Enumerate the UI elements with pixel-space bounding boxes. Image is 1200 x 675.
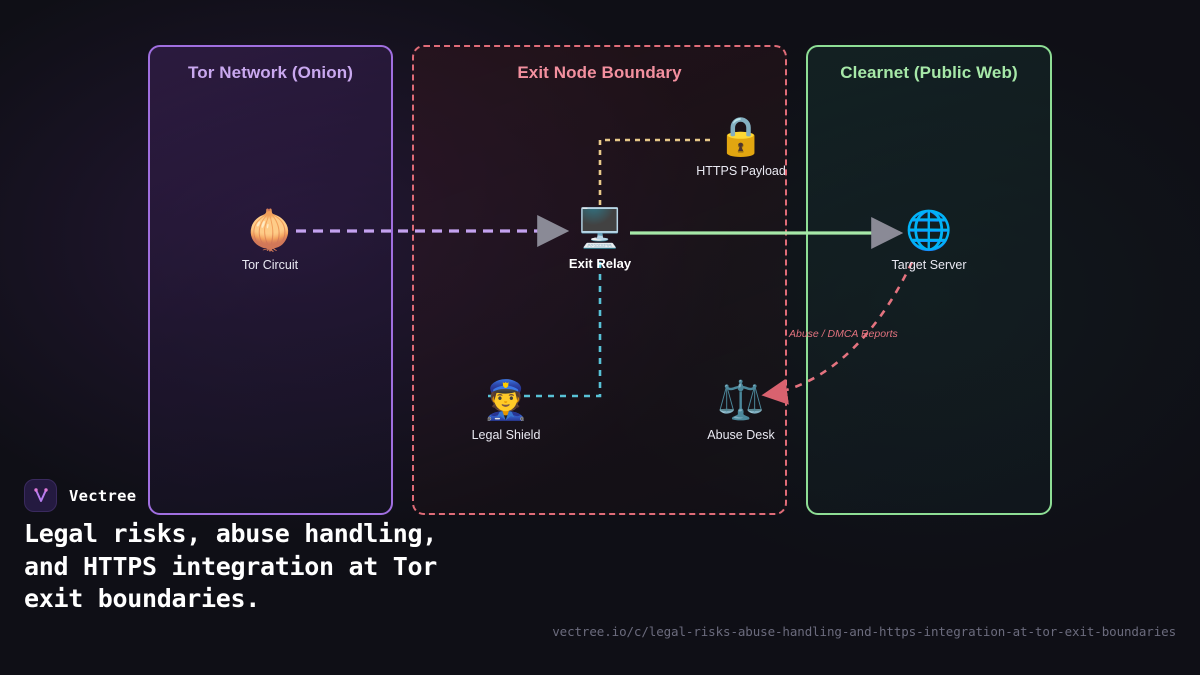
globe-icon: 🌐: [905, 208, 953, 252]
panel-title-tor: Tor Network (Onion): [188, 63, 353, 82]
node-label-exit-relay: Exit Relay: [568, 256, 632, 271]
edge-exit-to-https: [598, 138, 714, 205]
padlock-icon: 🔒: [717, 114, 765, 158]
onion-icon: 🧅: [246, 208, 294, 252]
police-officer-icon: 👮: [482, 378, 530, 422]
panel-clearnet: Clearnet (Public Web): [806, 45, 1052, 515]
balance-scale-icon: ⚖️: [717, 378, 765, 422]
panel-title-exit: Exit Node Boundary: [517, 63, 682, 82]
brand-lockup: Vectree: [24, 479, 136, 512]
edge-exit-to-legal: [486, 262, 602, 398]
node-https-payload[interactable]: 🔒 HTTPS Payload: [666, 114, 816, 178]
node-label-abuse-desk: Abuse Desk: [707, 428, 775, 442]
node-abuse-desk[interactable]: ⚖️ Abuse Desk: [666, 378, 816, 442]
edge-label-abuse-dmca-reports: Abuse / DMCA Reports: [789, 328, 898, 340]
node-exit-relay[interactable]: 🖥️ Exit Relay: [525, 206, 675, 271]
node-legal-shield[interactable]: 👮 Legal Shield: [431, 378, 581, 442]
page-title: Legal risks, abuse handling, and HTTPS i…: [24, 519, 438, 613]
brand-name: Vectree: [69, 486, 137, 505]
vectree-branch-mark: [33, 487, 48, 502]
vectree-logo-icon: [24, 479, 57, 512]
source-url: vectree.io/c/legal-risks-abuse-handling-…: [552, 624, 1176, 639]
panel-tor-network: Tor Network (Onion): [148, 45, 393, 515]
node-label-https-payload: HTTPS Payload: [696, 164, 786, 178]
panel-exit-node-boundary: Exit Node Boundary: [412, 45, 787, 515]
node-label-legal-shield: Legal Shield: [471, 428, 541, 442]
panel-title-clearnet: Clearnet (Public Web): [840, 63, 1018, 82]
desktop-computer-icon: 🖥️: [576, 206, 624, 250]
node-tor-circuit[interactable]: 🧅 Tor Circuit: [195, 208, 345, 272]
node-label-tor-circuit: Tor Circuit: [241, 258, 299, 272]
node-target-server[interactable]: 🌐 Target Server: [854, 208, 1004, 272]
edge-target-to-abuse: [761, 261, 914, 405]
node-label-target-server: Target Server: [891, 258, 967, 272]
